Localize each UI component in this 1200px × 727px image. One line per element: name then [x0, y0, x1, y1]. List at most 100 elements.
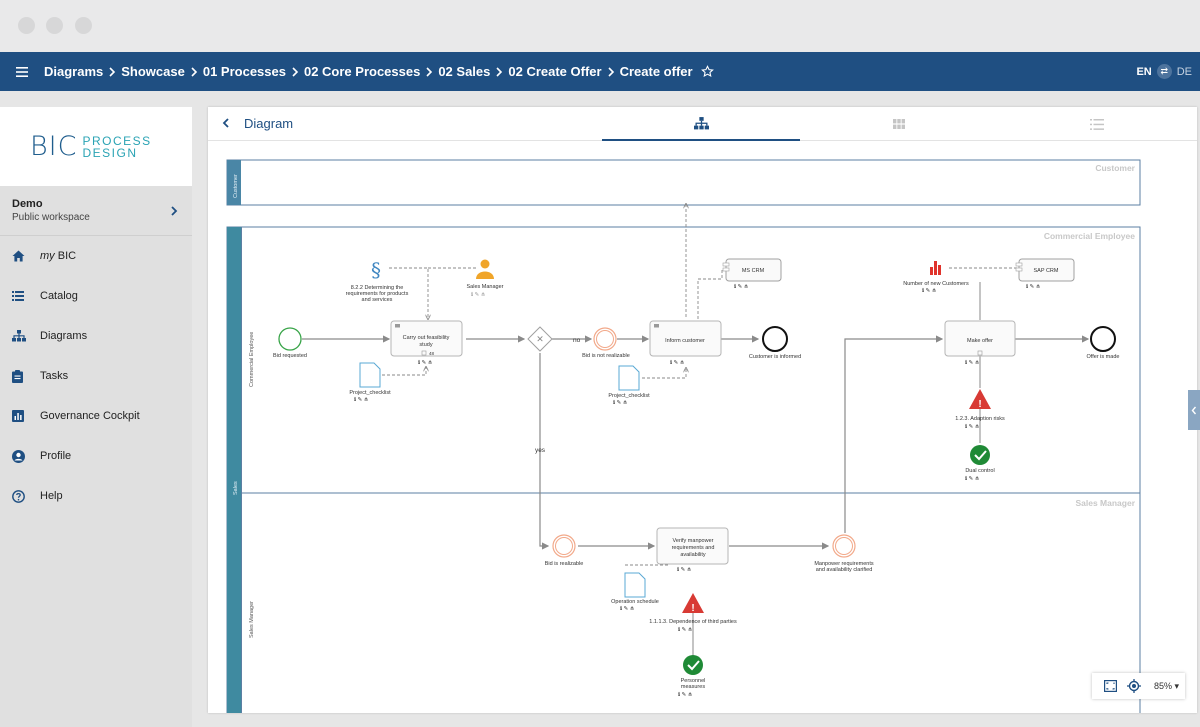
- swap-icon[interactable]: ⇄: [1156, 64, 1172, 79]
- control-dual-control[interactable]: Dual control ℹ ✎ ⋔: [965, 445, 995, 482]
- x-icon: ✕: [536, 334, 544, 344]
- warning-icon: !: [978, 399, 981, 410]
- end-event-customer-informed[interactable]: Customer is informed: [749, 326, 801, 360]
- pool-sales[interactable]: Sales Commercial Employee Commercial Emp…: [226, 226, 1141, 713]
- home-icon: [12, 250, 40, 262]
- sidebar-item-mybic[interactable]: my BIC: [0, 236, 192, 276]
- star-icon[interactable]: [700, 65, 714, 78]
- sitemap-icon: [12, 330, 40, 342]
- system-label: SAP CRM: [1034, 268, 1059, 274]
- tab-diagram[interactable]: [602, 107, 800, 141]
- kpi-number-of-new-customers[interactable]: Number of new Customers ℹ ✎ ⋔: [903, 261, 969, 294]
- event-manpower-clarified[interactable]: Manpower requirements and availability c…: [814, 534, 874, 573]
- gateway-yes-label: yes: [535, 447, 546, 454]
- sidebar-item-label: Profile: [40, 450, 72, 462]
- logo-line1: PROCESS: [82, 133, 152, 148]
- task-inform-customer[interactable]: Inform customer: [649, 320, 722, 357]
- artifact-icons: ℹ ✎ ⋔: [471, 291, 485, 298]
- crosshair-icon[interactable]: [1122, 673, 1146, 699]
- task-label-line1: Verify manpower: [673, 538, 714, 544]
- event-bid-realizable[interactable]: Bid is realizable: [545, 534, 584, 567]
- language-en[interactable]: EN: [1136, 65, 1152, 78]
- end-event-offer-made[interactable]: Offer is made: [1087, 326, 1120, 360]
- list-detail-icon: [1090, 118, 1104, 130]
- event-label: Bid is realizable: [545, 561, 584, 567]
- gateway-exclusive[interactable]: ✕: [527, 326, 553, 352]
- language-de[interactable]: DE: [1176, 65, 1192, 78]
- caret-down-icon: ▾: [1174, 680, 1180, 691]
- breadcrumb-item[interactable]: 02 Sales: [438, 64, 491, 79]
- breadcrumb-item[interactable]: Diagrams: [44, 64, 104, 79]
- artifact-label-line3: and services: [362, 297, 393, 303]
- task-make-offer[interactable]: Make offer: [944, 320, 1016, 357]
- chevron-right-icon: [607, 66, 615, 77]
- sidebar-item-catalog[interactable]: Catalog: [0, 276, 192, 316]
- document-operation-schedule[interactable]: Operation schedule ℹ ✎ ⋔: [611, 572, 659, 612]
- document-icons: ℹ ✎ ⋔: [354, 396, 368, 403]
- sidebar-item-tasks[interactable]: Tasks: [0, 356, 192, 396]
- regulation-8-2-2[interactable]: § 8.2.2 Determining the requirements for…: [346, 258, 409, 303]
- system-sap-crm[interactable]: SAP CRM ℹ ✎ ⋔: [1015, 258, 1075, 290]
- top-bar: Diagrams Showcase 01 Processes 02 Core P…: [0, 52, 1200, 91]
- task-label-line3: availability: [680, 552, 706, 558]
- sidebar-item-label: BIC: [57, 250, 77, 262]
- lane-commercial-vertical-label: Commercial Employee: [249, 332, 255, 387]
- document-project-checklist-2[interactable]: Project_checklist ℹ ✎ ⋔: [608, 365, 650, 406]
- artifact-label: Sales Manager: [467, 284, 504, 290]
- back-icon[interactable]: [220, 116, 232, 135]
- task-label-line2: requirements and: [672, 545, 715, 551]
- workspace-name: Demo: [12, 198, 43, 210]
- risk-label: 1.1.1.3. Dependence of third parties: [649, 619, 737, 625]
- tab-list[interactable]: [998, 107, 1196, 141]
- workspace-selector[interactable]: Demo Public workspace: [0, 186, 192, 236]
- list-icon: [12, 291, 40, 301]
- breadcrumb-item[interactable]: 01 Processes: [202, 64, 286, 79]
- side-panel-toggle[interactable]: [1188, 390, 1200, 430]
- breadcrumb-item[interactable]: 02 Create Offer: [508, 64, 602, 79]
- control-label-line1: Personnel: [681, 678, 706, 684]
- control-icons: ℹ ✎ ⋔: [678, 691, 692, 698]
- person-icon: [476, 259, 494, 279]
- panel-title: Diagram: [244, 116, 294, 131]
- window-close-dot[interactable]: [18, 17, 35, 34]
- lane-customer[interactable]: Customer Customer: [226, 159, 1141, 206]
- logo-line2: DESIGN: [82, 145, 138, 160]
- warning-icon: !: [691, 603, 694, 614]
- control-personnel-measures[interactable]: Personnel measures ℹ ✎ ⋔: [678, 655, 705, 698]
- zoom-level[interactable]: 85% ▾: [1154, 681, 1179, 692]
- risk-dependence-third-parties[interactable]: ! 1.1.1.3. Dependence of third parties ℹ…: [649, 593, 737, 633]
- sidebar-item-diagrams[interactable]: Diagrams: [0, 316, 192, 356]
- kpi-icons: ℹ ✎ ⋔: [922, 287, 936, 294]
- sidebar-item-help[interactable]: Help: [0, 476, 192, 516]
- window-minimize-dot[interactable]: [46, 17, 63, 34]
- attachment-count: 48: [429, 351, 435, 356]
- sidebar-item-label: Tasks: [40, 370, 69, 382]
- document-label: Operation schedule: [611, 599, 659, 605]
- diagram-canvas[interactable]: Customer Customer Sales Commercial Emplo…: [208, 141, 1197, 713]
- menu-icon[interactable]: [0, 52, 44, 91]
- user-icon: [12, 449, 40, 463]
- risk-label: 1.2.3. Adaption risks: [955, 416, 1005, 422]
- risk-adaption-risks[interactable]: ! 1.2.3. Adaption risks ℹ ✎ ⋔: [955, 389, 1005, 430]
- system-ms-crm[interactable]: MS CRM ℹ ✎ ⋔: [722, 258, 782, 290]
- role-sales-manager[interactable]: Sales Manager ℹ ✎ ⋔: [467, 259, 504, 299]
- document-project-checklist-1[interactable]: Project_checklist ℹ ✎ ⋔: [349, 362, 391, 403]
- tab-grid[interactable]: [800, 107, 998, 141]
- breadcrumb-item[interactable]: 02 Core Processes: [303, 64, 421, 79]
- lane-sales-manager-title: Sales Manager: [1075, 498, 1135, 508]
- lane-customer-vertical-label: Customer: [233, 174, 239, 198]
- workspace-subtitle: Public workspace: [12, 212, 90, 223]
- system-icons: ℹ ✎ ⋔: [1026, 283, 1040, 290]
- breadcrumb-item[interactable]: Showcase: [121, 64, 185, 79]
- sidebar-item-profile[interactable]: Profile: [0, 436, 192, 476]
- start-event-bid-requested[interactable]: Bid requested: [273, 327, 307, 359]
- task-carry-out-feasibility-study[interactable]: Carry out feasibility study 48: [390, 320, 463, 357]
- risk-icons: ℹ ✎ ⋔: [965, 423, 979, 430]
- sidebar-item-governance-cockpit[interactable]: Governance Cockpit: [0, 396, 192, 436]
- event-bid-not-realizable[interactable]: Bid is not realizable: [582, 327, 630, 359]
- window-maximize-dot[interactable]: [75, 17, 92, 34]
- task-verify-manpower[interactable]: Verify manpower requirements and availab…: [656, 527, 729, 565]
- fit-screen-icon[interactable]: [1098, 673, 1122, 699]
- diagram-panel: Diagram Customer Customer: [208, 107, 1197, 713]
- language-switcher: EN ⇄ DE: [1136, 52, 1192, 91]
